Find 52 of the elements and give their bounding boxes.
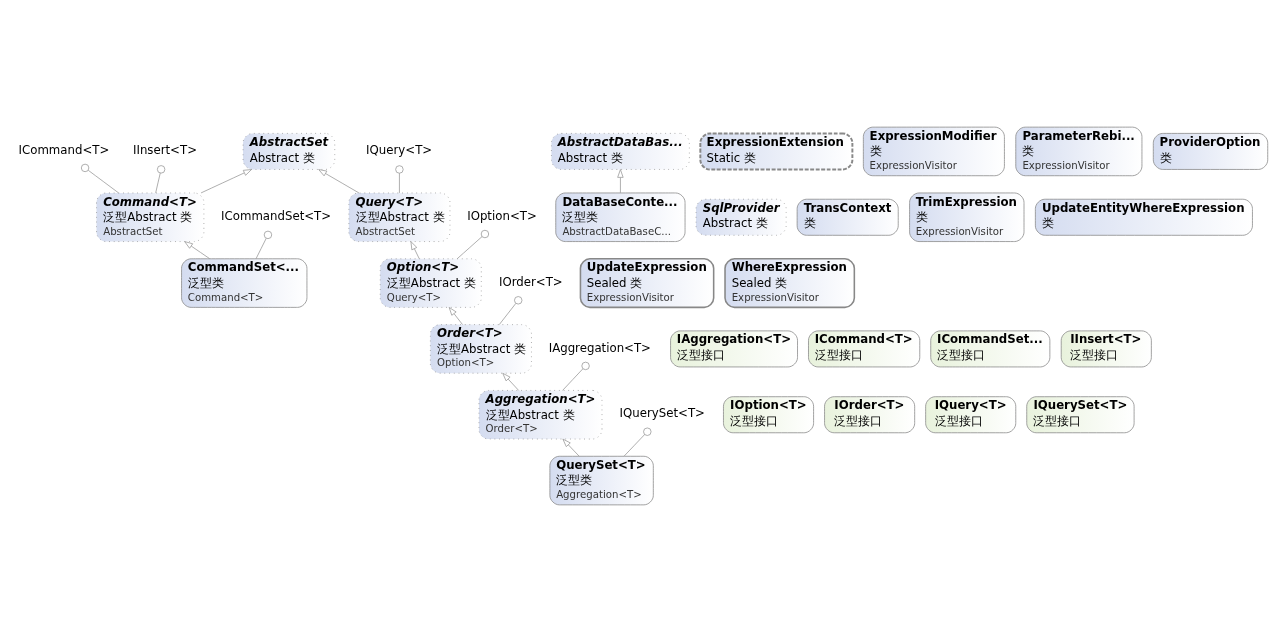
arrow xyxy=(410,241,420,260)
connector xyxy=(80,163,119,194)
node-text: IQuery<T> xyxy=(366,143,433,158)
arrow xyxy=(617,169,624,194)
node-box: Order<T> 泛型Abstract 类 Option<T> xyxy=(430,324,532,374)
node-box: ICommand<T> 泛型接口 xyxy=(808,330,921,368)
connector xyxy=(395,165,404,194)
node-box: AbstractDataBas... Abstract 类 xyxy=(551,133,690,170)
node-box: IQuerySet<T> 泛型接口 xyxy=(1026,396,1135,434)
arrow xyxy=(502,372,519,391)
node-box: IInsert<T> 泛型接口 xyxy=(1060,330,1152,368)
node-box: WhereExpression Sealed 类 ExpressionVisitor xyxy=(724,258,856,309)
node-box: Option<T> 泛型Abstract 类 Query<T> xyxy=(379,258,482,308)
node-text: IOrder<T> xyxy=(498,274,563,289)
node-box: AbstractSet Abstract 类 xyxy=(242,133,336,170)
node-box: QuerySet<T> 泛型类 Aggregation<T> xyxy=(549,455,654,506)
node-box: Query<T> 泛型Abstract 类 AbstractSet xyxy=(348,192,451,242)
arrow xyxy=(184,241,211,260)
arrow xyxy=(562,438,580,457)
node-box: TransContext 类 xyxy=(796,198,899,236)
node-box: SqlProvider Abstract 类 xyxy=(695,198,787,236)
connector xyxy=(155,165,166,194)
node-box: Aggregation<T> 泛型Abstract 类 Order<T> xyxy=(478,390,603,440)
node-box: ProviderOption 类 xyxy=(1152,133,1269,170)
node-text: ICommandSet<T> xyxy=(221,209,332,223)
node-box: ExpressionModifier 类 ExpressionVisitor xyxy=(862,126,1005,177)
node-text: ICommand<T> xyxy=(18,143,110,158)
node-text: IInsert<T> xyxy=(132,143,198,158)
arrow xyxy=(448,307,463,325)
connector xyxy=(456,229,490,260)
connector xyxy=(562,361,590,391)
node-box: UpdateExpression Sealed 类 ExpressionVisitor xyxy=(579,258,715,309)
node-box: IOption<T> 泛型接口 xyxy=(723,396,814,434)
node-box: IQuery<T> 泛型接口 xyxy=(925,396,1017,434)
node-box: CommandSet<... 泛型类 Command<T> xyxy=(181,258,308,308)
node-box: DataBaseConte... 泛型类 AbstractDataBaseC... xyxy=(555,192,686,242)
node-box: Command<T> 泛型Abstract 类 AbstractSet xyxy=(96,192,205,242)
node-box: ParameterRebi... 类 ExpressionVisitor xyxy=(1015,126,1143,177)
arrow xyxy=(200,169,252,194)
arrow xyxy=(318,169,360,194)
connector xyxy=(255,230,273,260)
connector xyxy=(623,427,652,457)
node-text: IQuerySet<T> xyxy=(619,406,705,421)
node-box: ExpressionExtension Static 类 xyxy=(699,132,854,171)
node-text: IAggregation<T> xyxy=(548,340,651,355)
node-box: ICommandSet... 泛型接口 xyxy=(930,330,1051,368)
node-box: IOrder<T> 泛型接口 xyxy=(824,396,916,434)
node-box: IAggregation<T> 泛型接口 xyxy=(670,330,798,368)
connector xyxy=(498,296,523,325)
node-box: TrimExpression 类 ExpressionVisitor xyxy=(909,192,1025,242)
node-text: IOption<T> xyxy=(467,209,537,223)
node-box: UpdateEntityWhereExpression 类 xyxy=(1034,198,1253,236)
